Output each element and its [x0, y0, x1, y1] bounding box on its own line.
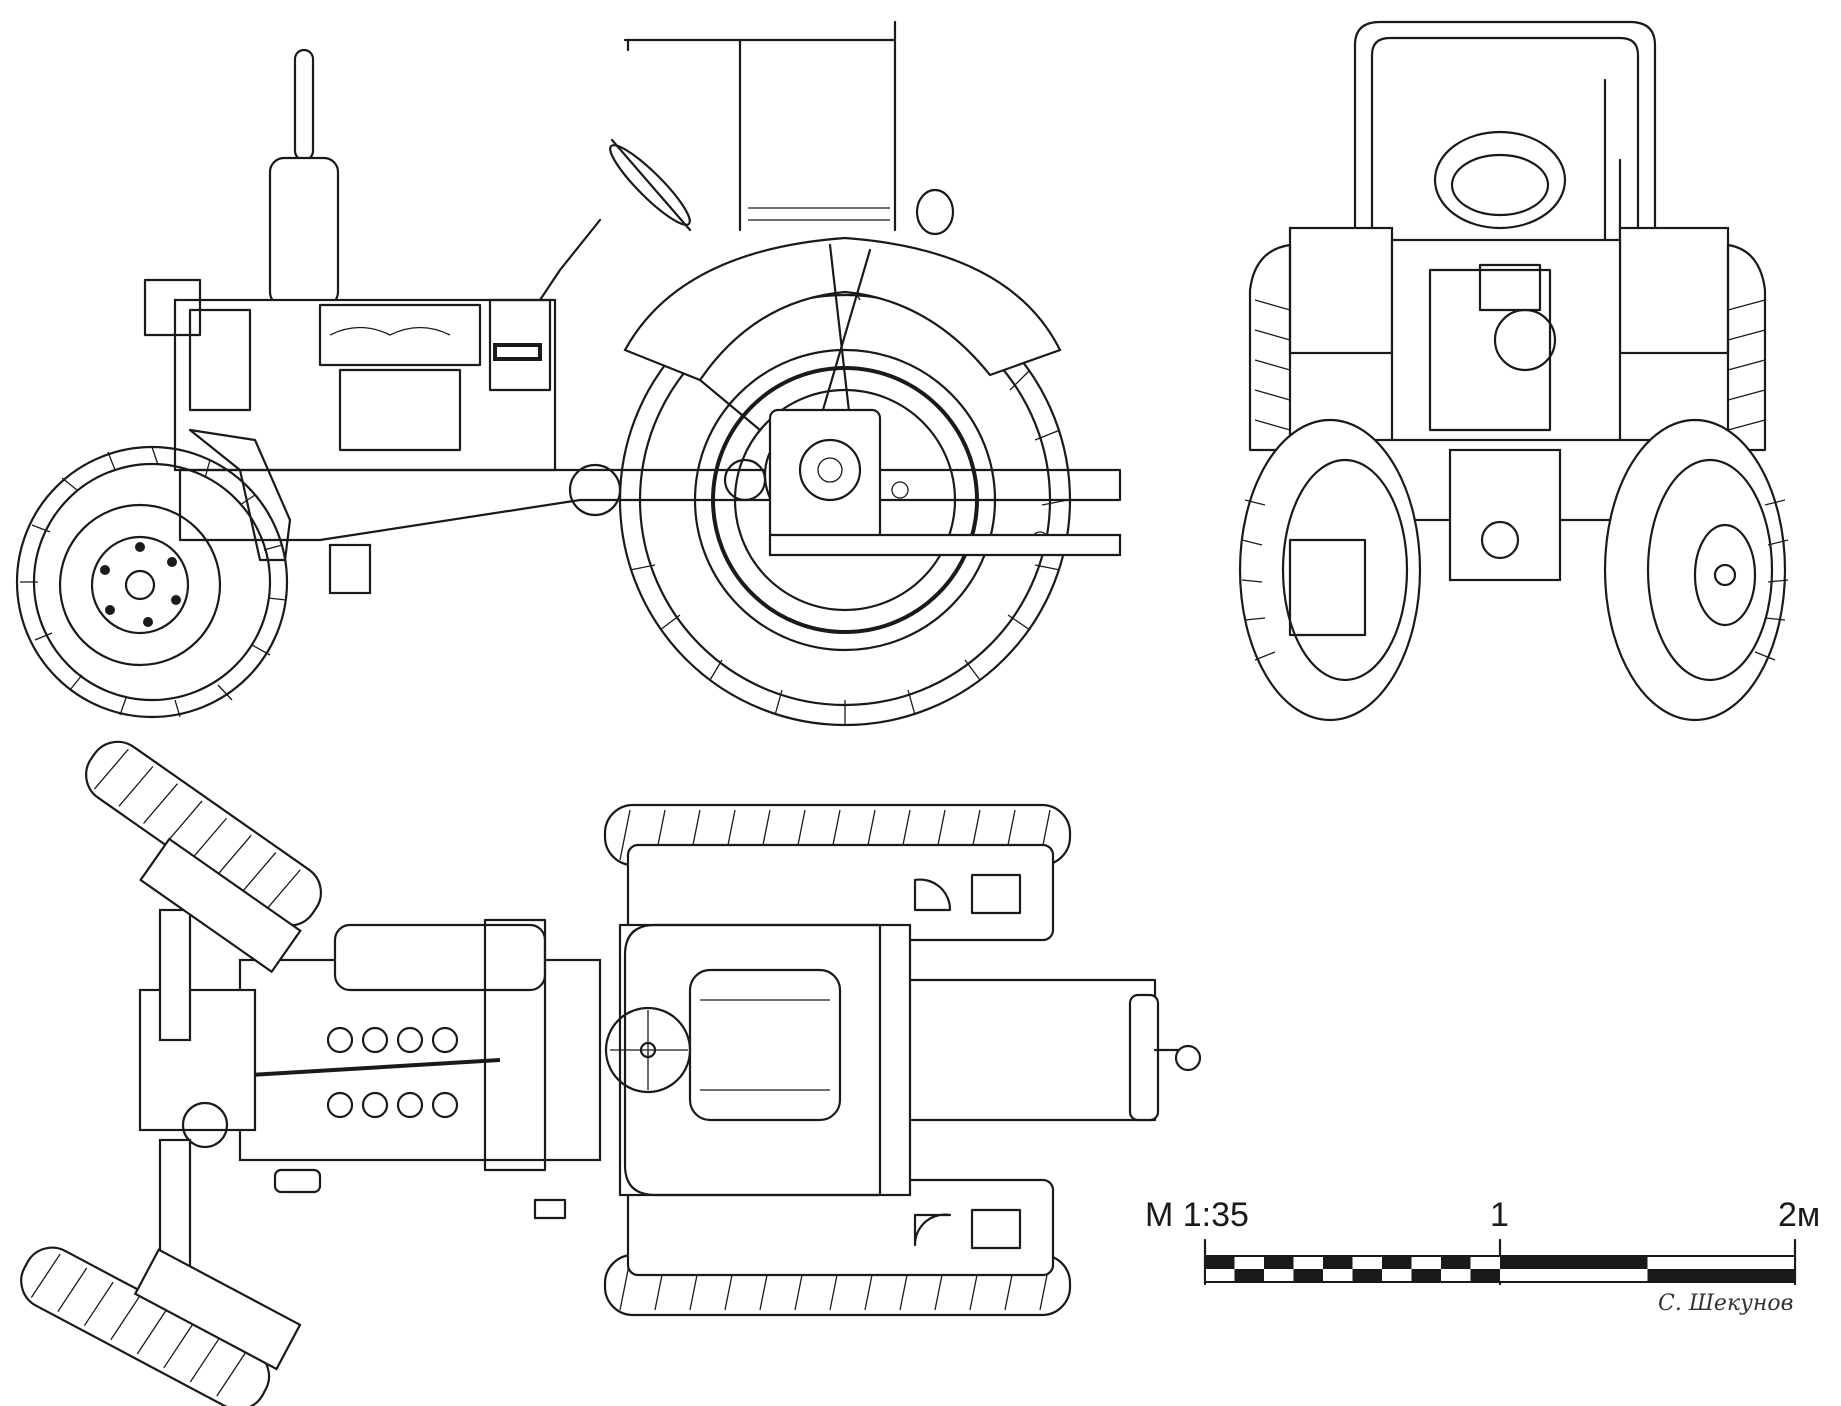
tractor-side-view	[15, 20, 1122, 727]
front-tread	[20, 446, 287, 718]
scale-checker	[1205, 1256, 1795, 1282]
scale-bar: М 1:35 1 2м	[1145, 1196, 1820, 1286]
tractor-top-view	[20, 740, 1202, 1406]
tractor-front-view	[1238, 20, 1789, 722]
scale-tick-label-1: 1	[1490, 1196, 1509, 1234]
scale-tick-label-2m: 2м	[1778, 1196, 1820, 1234]
scale-ratio-label: М 1:35	[1145, 1196, 1249, 1234]
author-signature: С. Шекунов	[1658, 1291, 1793, 1316]
